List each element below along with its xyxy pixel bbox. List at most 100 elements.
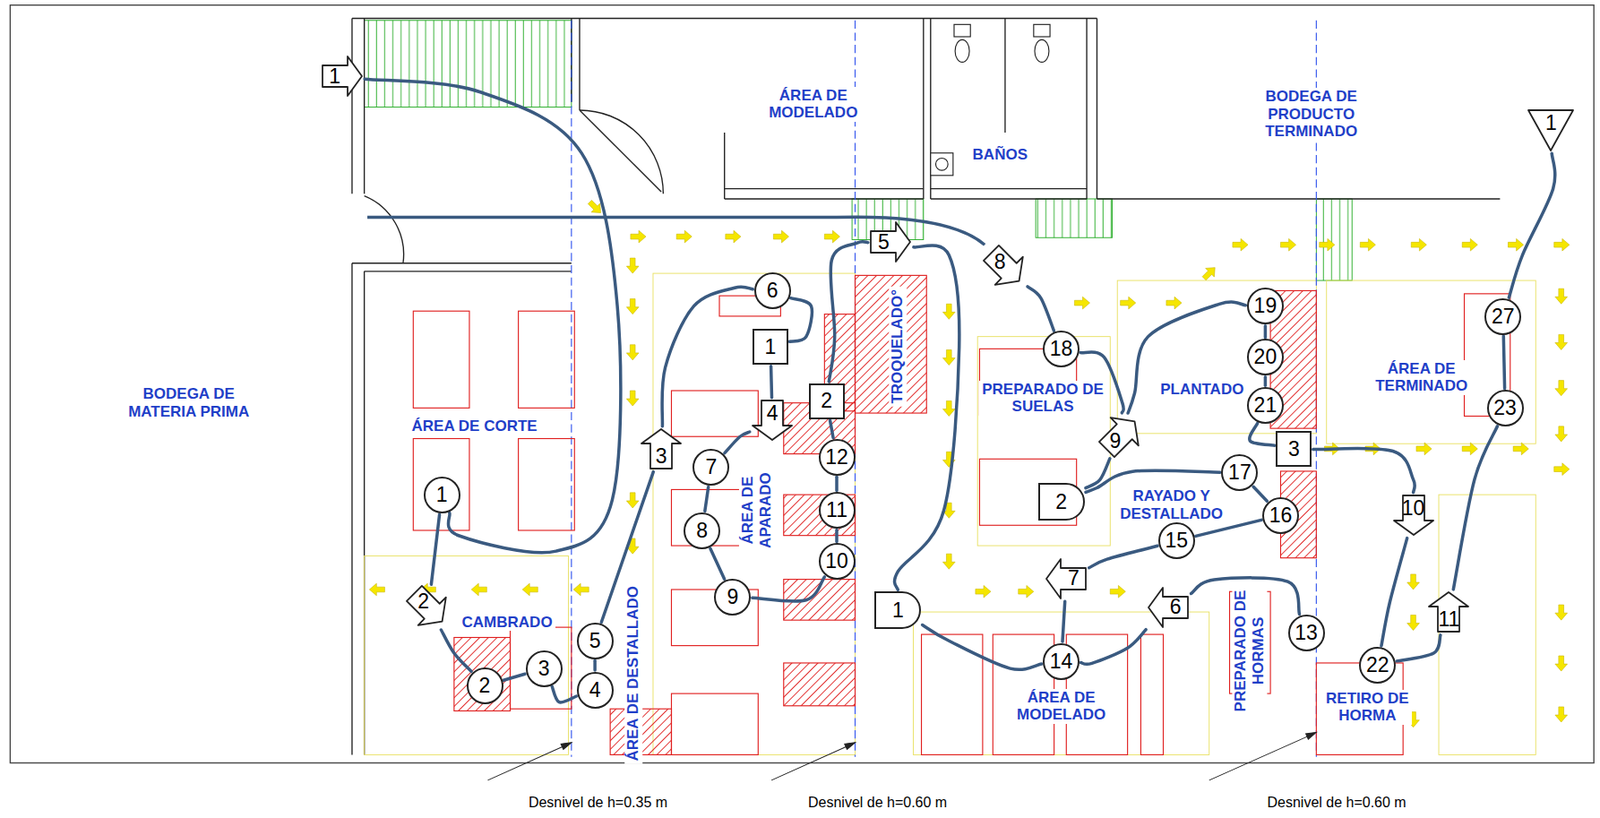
flow-line [1381, 538, 1408, 646]
node-number: 5 [877, 232, 890, 253]
node-number: 8 [994, 251, 1007, 273]
node-number: 2 [417, 591, 430, 612]
level-leaders-part [487, 744, 568, 781]
outer-frame-part [9, 5, 1594, 764]
circulation-arrows-part [573, 583, 589, 596]
walls-part [930, 188, 1087, 190]
sanitary-fixtures-part [935, 157, 948, 171]
hatched-workstations-part [454, 637, 511, 712]
sanitary-fixtures-part [1033, 24, 1050, 37]
operation-circle: 20 [1247, 338, 1284, 376]
node-number: 4 [766, 403, 779, 424]
walls-part [352, 262, 572, 264]
walls-part [579, 110, 662, 192]
walls-part [351, 263, 353, 756]
area-label: ÁREA DE MODELADO [1014, 688, 1110, 724]
walls-part [1004, 17, 1006, 133]
circulation-arrows-part [1513, 442, 1529, 456]
flow-line [593, 660, 597, 671]
level-note: Desnivel de h=0.60 m [805, 794, 951, 811]
operation-circle: 5 [576, 622, 614, 660]
circulation-arrows-part [1555, 380, 1568, 396]
arrow-outline [1046, 559, 1086, 599]
storage-triangle: 1 [1526, 107, 1575, 153]
level-leaders-part [1306, 731, 1317, 740]
area-boundaries-part [653, 273, 856, 755]
flow-line [724, 431, 750, 454]
flow-line [710, 548, 725, 579]
circulation-arrows-part [1416, 442, 1432, 456]
node-number: 13 [1294, 622, 1318, 644]
operation-circle: 17 [1221, 454, 1258, 491]
transport-arrow: 11 [1427, 590, 1471, 634]
flow-line [364, 78, 621, 552]
workstations [412, 293, 1510, 756]
area-label: ÁREA DE MODELADO [765, 86, 861, 122]
flow-line [1313, 447, 1415, 492]
flow-line [1264, 377, 1268, 387]
circulation-arrows-part [1232, 238, 1248, 251]
stairs-part [1316, 198, 1352, 281]
area-label: CAMBRADO [458, 613, 556, 632]
circulation-arrows-part [522, 583, 538, 596]
level-leaders [487, 731, 1317, 781]
workstations-part [670, 390, 758, 437]
hatched-workstations-part [783, 662, 856, 706]
arrow-outline [1393, 495, 1434, 535]
workstations-part [412, 438, 470, 531]
circulation-arrows-part [1555, 706, 1568, 723]
vertical-area-label: PREPARADO DE HORMAS [1232, 587, 1268, 715]
transport-arrow: 8 [983, 245, 1027, 289]
node-number: 11 [825, 499, 848, 521]
node-number: 10 [825, 550, 849, 572]
operation-circle: 23 [1487, 389, 1524, 427]
circulation-arrows-part [773, 230, 789, 243]
circulation-arrows-part [942, 553, 955, 569]
level-leaders-part [560, 742, 572, 750]
walls-part [1096, 197, 1500, 199]
arrow-shape [1044, 557, 1088, 601]
area-label: ÁREA DE TERMINADO [1372, 360, 1471, 396]
transport-arrow: 6 [1146, 585, 1190, 629]
circulation-arrows-part [626, 258, 639, 274]
circulation-arrows-part [1554, 463, 1570, 476]
node-number: 9 [726, 586, 739, 608]
area-label: RETIRO DE HORMA [1323, 689, 1412, 725]
walls-part [1096, 17, 1098, 198]
walls-part [724, 197, 924, 199]
flow-line [551, 686, 577, 703]
operation-circle: 10 [818, 542, 856, 580]
arrow-outline [641, 429, 681, 469]
operation-circle: 11 [818, 491, 856, 529]
vertical-area-label: TROQUELADO° [889, 286, 908, 407]
flow-line [752, 576, 826, 602]
operation-circle: 1 [423, 476, 461, 514]
flow-line [662, 286, 753, 427]
node-number: 11 [1437, 609, 1460, 630]
flow-line [922, 625, 1042, 671]
operation-circle: 19 [1247, 287, 1284, 325]
circulation-arrows-part [1359, 238, 1376, 251]
flow-line [834, 530, 839, 542]
area-boundaries-part [977, 336, 1110, 546]
circulation-arrows-part [1462, 442, 1478, 456]
node-number: 6 [1169, 596, 1182, 618]
level-leaders-part [844, 742, 856, 750]
circulation-arrows-part [676, 230, 692, 243]
area-boundaries-part [1117, 280, 1317, 434]
walls-part [363, 17, 365, 194]
circulation-arrows-part [1555, 426, 1568, 442]
node-number: 3 [1288, 438, 1300, 460]
workstations-part [1140, 634, 1163, 755]
sanitary-fixtures [930, 24, 1050, 175]
circulation-arrows-part [471, 583, 487, 596]
circulation-arrows-part [1555, 288, 1568, 304]
area-label: BODEGA DE PRODUCTO TERMINADO [1262, 87, 1360, 141]
flow-line [503, 673, 525, 680]
circulation-arrows-part [626, 344, 639, 361]
arrow-outline [977, 239, 1033, 295]
circulation-arrows-part [626, 390, 639, 406]
node-number: 21 [1254, 395, 1278, 416]
area-boundaries-part [364, 555, 569, 755]
area-label: BAÑOS [969, 146, 1031, 164]
